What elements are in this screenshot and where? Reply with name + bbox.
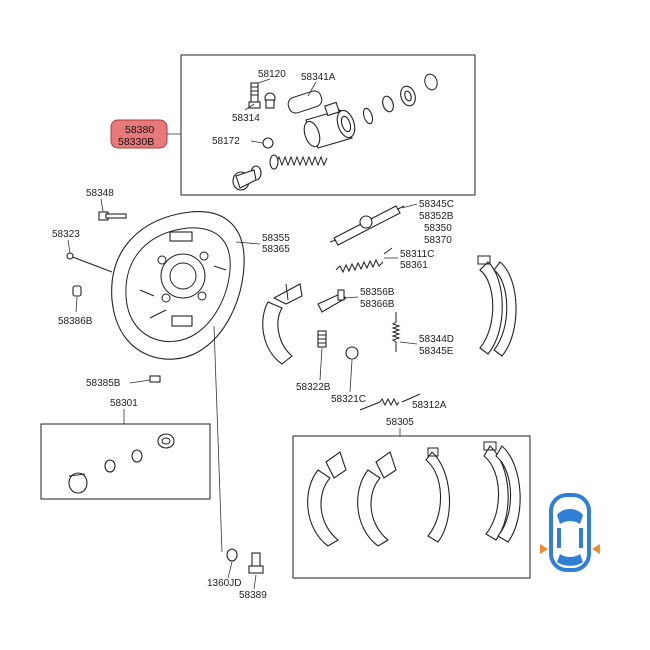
brake-shoe-right-top [477,255,517,357]
lower-return-spring [359,393,421,411]
label-58350: 58350 [424,223,452,234]
repair-kit-box [40,423,211,500]
label-58365: 58365 [262,244,290,255]
highlighted-part-callout[interactable]: 58380 58330B [110,119,168,149]
hold-down-spring [391,312,401,352]
shoe-set-left-pair [307,451,397,547]
brake-shoe-set-box [292,435,531,579]
wheel-cylinder-box [180,54,476,196]
label-58355: 58355 [262,233,290,244]
label-58345C: 58345C [419,199,454,210]
adjuster-assembly [329,205,405,246]
label-58356B: 58356B [360,287,395,298]
bleeder-screw [248,82,261,109]
label-58120: 58120 [258,69,286,80]
wheel-cylinder-body [303,101,356,149]
shoe-set-right-pair [425,441,521,543]
bleeder-cap [264,92,276,109]
backing-plate-bolt [98,211,127,221]
label-58386B: 58386B [58,316,93,327]
rubber-plug [72,285,82,297]
label-58172: 58172 [212,136,240,147]
o-ring-gasket [287,90,323,114]
label-58323: 58323 [52,229,80,240]
parking-cable-pin [66,252,113,273]
bleeder-cap-small [262,137,274,149]
left-piston-set [232,154,279,191]
label-58366B: 58366B [360,299,395,310]
label-58305: 58305 [386,417,414,428]
label-58321C: 58321C [331,394,366,405]
bleeder-screw-small [149,375,161,383]
right-piston-set [362,73,438,125]
upper-return-spring [335,247,393,274]
label-58344D: 58344D [419,334,454,345]
label-58370: 58370 [424,235,452,246]
parking-lever [317,289,348,313]
label-58385B: 58385B [86,378,121,389]
label-58341A: 58341A [301,72,336,83]
piston-spring [275,155,328,167]
label-58330B: 58330B [118,136,154,148]
label-58352B: 58352B [419,211,454,222]
brake-shoe-left [262,283,303,365]
label-58345E: 58345E [419,346,454,357]
washer [226,548,238,562]
label-58380: 58380 [125,124,154,136]
mounting-bolt [248,552,264,574]
repair-kit-parts [68,433,175,494]
label-58312A: 58312A [412,400,447,411]
label-58361: 58361 [400,260,428,271]
label-58389: 58389 [239,590,267,601]
label-1360JD: 1360JD [207,578,241,589]
car-top-view-icon [540,493,600,572]
spring-cup [345,346,359,360]
shoe-spring-small [317,330,327,348]
label-58322B: 58322B [296,382,331,393]
label-58348: 58348 [86,188,114,199]
label-58314: 58314 [232,113,260,124]
label-58311C: 58311C [400,249,434,260]
backing-plate [111,210,245,360]
label-58301: 58301 [110,398,138,409]
